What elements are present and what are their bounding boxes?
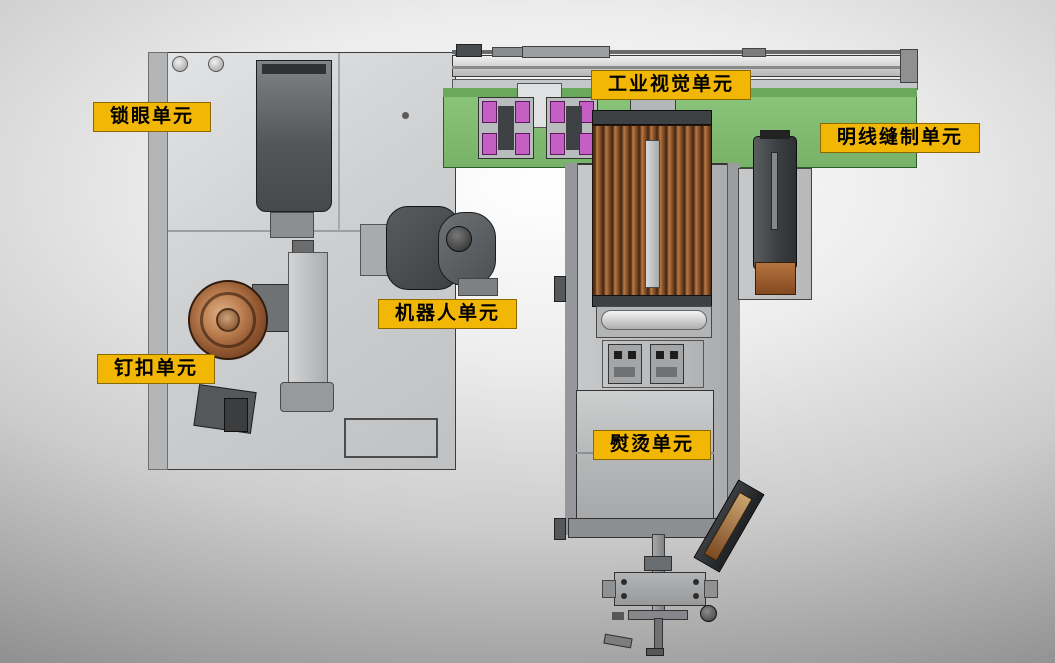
table-panel-outline [344,418,438,458]
bolt-hole [621,579,627,585]
linear-rail-groove [452,66,918,69]
clamp-pad [515,133,530,155]
label-ironing-unit: 熨烫单元 [593,430,712,460]
small-bracket [603,633,633,649]
clamp-pad [550,133,565,155]
clamp-pad [515,101,530,123]
fabric-clamp-left [478,97,534,159]
fixture-foot-stem [654,618,663,650]
control-panel-outline [602,340,704,388]
label-industrial-vision-unit: 工业视觉单元 [591,70,752,100]
robot-arm-joint [446,226,472,252]
adjustment-knob [700,605,717,622]
button-attach-clamp [224,398,248,432]
label-button-attach-unit: 钉扣单元 [97,354,216,384]
spool-circle-right [208,56,224,72]
roller-array-top-cap [592,110,712,125]
fixture-hinge [644,556,672,571]
clamp-pad [482,101,497,123]
robot-arm-end-effector [458,278,498,296]
control-box-right [650,344,684,384]
small-bracket [646,648,664,656]
rail-end-cap [900,49,918,83]
clamp-pad [550,101,565,123]
control-box-left [608,344,642,384]
buttonhole-head-cap [262,64,326,74]
topstitch-head-cap [760,130,790,139]
bolt-hole [693,593,699,599]
feeder-bowl-core [216,308,240,332]
linear-rail-top-edge [452,50,918,54]
slide-bar [288,252,328,390]
slide-bar-foot [280,382,334,412]
buttonhole-machine-head [256,60,332,212]
rail-motor-block [456,44,482,57]
clamp-pad [482,133,497,155]
button-dot [670,351,678,359]
feeder-bowl-ring [200,292,256,348]
frame-tab-lower [554,518,566,540]
bolt-hole [621,593,627,599]
topstitch-copper-base [755,262,796,295]
machine-seam-vertical [338,53,340,231]
clamp-core [498,106,514,150]
fixture-wing-right [704,580,718,598]
press-roller [601,310,707,330]
clamp-core [566,106,582,150]
frame-tab-upper [554,276,566,302]
spool-circle-left [172,56,188,72]
button-dot [628,351,636,359]
small-bracket [612,612,624,620]
fixture-cross-plate [614,572,706,606]
fabric-clamp-right [546,97,598,159]
roller-center-slot [645,140,660,288]
table-hole [402,112,409,119]
fixture-wing-left [602,580,616,598]
topstitch-needle-slot [771,152,778,230]
ironing-unit-base-plate [568,518,724,538]
button-dot [656,351,664,359]
ironing-frame-right-rail [727,163,740,503]
buttonhole-head-foot [270,212,314,238]
rail-carriage [522,46,610,58]
vent-slot [656,367,677,377]
label-topstitch-sewing-unit: 明线缝制单元 [820,123,981,153]
bolt-hole [693,579,699,585]
button-dot [614,351,622,359]
rail-clamp-block [742,48,766,57]
label-buttonhole-unit: 锁眼单元 [93,102,212,132]
label-robot-unit: 机器人单元 [378,299,518,329]
button-feeder-bowl [188,280,268,360]
vent-slot [614,367,635,377]
ironing-frame-left-rail [565,163,578,535]
ironing-unit-body [576,390,714,534]
